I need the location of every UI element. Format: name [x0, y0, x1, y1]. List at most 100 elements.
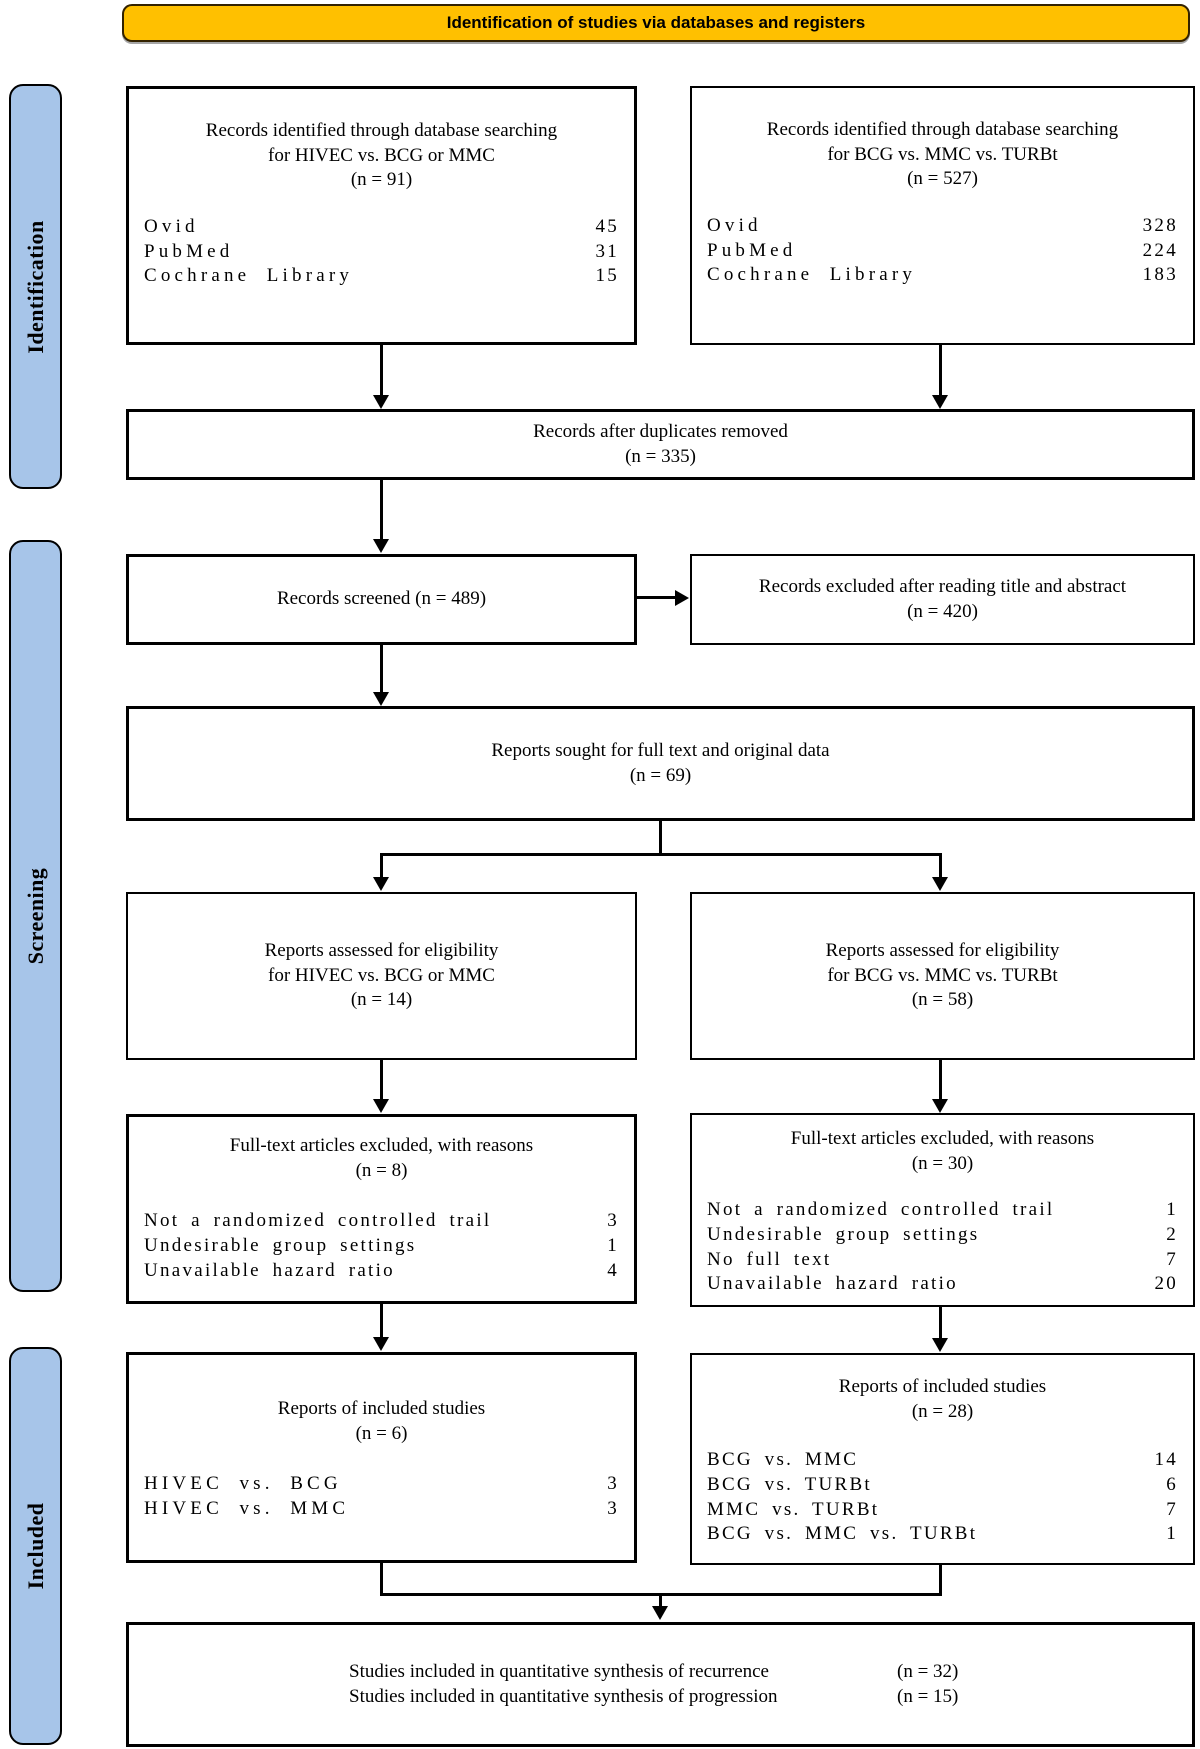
- db-item-value: 224: [1142, 239, 1178, 261]
- box-fulltext-excluded-left-count: (n = 8): [355, 1159, 408, 1181]
- exclusion-reason-label: Undesirable group settings: [144, 1235, 417, 1257]
- connector-merge-left-line: [380, 1563, 383, 1596]
- exclusion-reason: Undesirable group settings 1: [144, 1234, 619, 1259]
- exclusion-reason-value: 4: [607, 1259, 619, 1281]
- db-item: PubMed 224: [707, 239, 1178, 264]
- included-study-label: BCG vs. MMC vs. TURBt: [707, 1523, 978, 1545]
- connector-eligright-excluded-arrowhead: [932, 1099, 948, 1113]
- stage-included-label: Included: [22, 1502, 48, 1590]
- stage-included: Included: [9, 1347, 62, 1745]
- box-included-right-count: (n = 28): [911, 1400, 974, 1422]
- included-study-value: 1: [1166, 1523, 1178, 1545]
- db-item-value: 15: [595, 265, 619, 287]
- db-item-label: Cochrane Library: [144, 265, 354, 287]
- exclusion-reason-value: 2: [1166, 1224, 1178, 1246]
- connector-split-right-line: [939, 853, 942, 878]
- included-study-value: 7: [1166, 1498, 1178, 1520]
- box-fulltext-excluded-right: Full-text articles excluded, with reason…: [690, 1113, 1195, 1307]
- db-item: Ovid 45: [144, 215, 619, 240]
- connector-excludedright-included-arrowhead: [932, 1338, 948, 1352]
- connector-split-right-arrowhead: [932, 877, 948, 891]
- synthesis-label: Studies included in quantitative synthes…: [349, 1685, 778, 1707]
- included-study: BCG vs. MMC vs. TURBt 1: [707, 1522, 1178, 1547]
- box-duplicates-removed-title: Records after duplicates removed: [533, 420, 788, 442]
- box-included-right: Reports of included studies (n = 28) BCG…: [690, 1353, 1195, 1565]
- connector-split-stem-line: [659, 821, 662, 855]
- box-eligibility-bcg-subtitle: for BCG vs. MMC vs. TURBt: [827, 964, 1058, 986]
- connector-split-horizontal-line: [380, 853, 942, 856]
- exclusion-reason-value: 7: [1166, 1248, 1178, 1270]
- connector-eligleft-excluded-arrowhead: [373, 1099, 389, 1113]
- diagram-title: Identification of studies via databases …: [446, 13, 866, 32]
- included-study-label: HIVEC vs. BCG: [144, 1473, 342, 1495]
- exclusion-reason: Not a randomized controlled trail 1: [707, 1198, 1178, 1223]
- included-study-value: 6: [1166, 1474, 1178, 1496]
- exclusion-reason: No full text 7: [707, 1248, 1178, 1273]
- connector-split-left-arrowhead: [373, 877, 389, 891]
- connector-dbright-duplicates-arrowhead: [932, 395, 948, 409]
- box-db-search-hivec: Records identified through database sear…: [126, 86, 637, 345]
- db-item: Ovid 328: [707, 214, 1178, 239]
- synthesis-label: Studies included in quantitative synthes…: [349, 1660, 769, 1682]
- box-fulltext-sought-count: (n = 69): [629, 764, 692, 786]
- exclusion-reason-value: 20: [1154, 1273, 1178, 1295]
- stage-identification-label: Identification: [22, 219, 48, 354]
- included-study: HIVEC vs. BCG 3: [144, 1472, 619, 1497]
- box-fulltext-excluded-left-title: Full-text articles excluded, with reason…: [229, 1135, 534, 1156]
- stage-screening-label: Screening: [22, 867, 48, 965]
- connector-merge-arrowhead: [652, 1606, 668, 1620]
- connector-merge-stem-line: [659, 1593, 662, 1607]
- connector-excludedright-included-line: [939, 1307, 942, 1339]
- box-db-search-bcg: Records identified through database sear…: [690, 86, 1195, 345]
- box-eligibility-hivec: Reports assessed for eligibility for HIV…: [126, 892, 637, 1060]
- box-records-excluded-count: (n = 420): [907, 600, 978, 622]
- exclusion-reason: Unavailable hazard ratio 20: [707, 1272, 1178, 1297]
- connector-screened-soughtfulltext-arrowhead: [373, 692, 389, 706]
- exclusion-reason-label: Undesirable group settings: [707, 1224, 980, 1246]
- box-db-search-hivec-count: (n = 91): [350, 169, 413, 191]
- included-study-label: HIVEC vs. MMC: [144, 1498, 350, 1520]
- connector-excludedleft-included-arrowhead: [373, 1337, 389, 1351]
- box-eligibility-hivec-title: Reports assessed for eligibility: [264, 939, 499, 961]
- exclusion-reason-value: 1: [607, 1235, 619, 1257]
- db-item: Cochrane Library 183: [707, 263, 1178, 288]
- box-eligibility-bcg-count: (n = 58): [911, 989, 974, 1011]
- exclusion-reason-value: 1: [1166, 1199, 1178, 1221]
- box-duplicates-removed: Records after duplicates removed (n = 33…: [126, 409, 1195, 480]
- box-records-screened: Records screened (n = 489): [126, 554, 637, 645]
- connector-screened-excluded-arrowhead: [675, 590, 689, 606]
- box-eligibility-hivec-subtitle: for HIVEC vs. BCG or MMC: [268, 964, 495, 986]
- connector-dbright-duplicates-line: [939, 345, 942, 396]
- box-db-search-bcg-title: Records identified through database sear…: [766, 119, 1119, 140]
- box-db-search-bcg-count: (n = 527): [907, 168, 978, 190]
- connector-merge-right-line: [939, 1565, 942, 1596]
- box-records-excluded-title: Records excluded after reading title and…: [758, 575, 1127, 597]
- connector-eligleft-excluded-line: [380, 1060, 383, 1100]
- box-records-excluded-screening: Records excluded after reading title and…: [690, 554, 1195, 645]
- box-included-left-count: (n = 6): [355, 1422, 408, 1444]
- included-study: BCG vs. TURBt 6: [707, 1473, 1178, 1498]
- box-db-search-hivec-title: Records identified through database sear…: [205, 120, 558, 141]
- connector-split-left-line: [380, 853, 383, 878]
- db-item-value: 328: [1142, 215, 1178, 237]
- connector-dbleft-duplicates-arrowhead: [373, 395, 389, 409]
- connector-duplicates-screened-arrowhead: [373, 539, 389, 553]
- synthesis-value: (n = 32): [897, 1660, 959, 1682]
- connector-duplicates-screened-line: [380, 480, 383, 540]
- included-study: BCG vs. MMC 14: [707, 1448, 1178, 1473]
- box-fulltext-sought-title: Reports sought for full text and origina…: [491, 739, 830, 761]
- exclusion-reason: Undesirable group settings 2: [707, 1223, 1178, 1248]
- included-study-label: BCG vs. TURBt: [707, 1474, 872, 1496]
- exclusion-reason-label: Not a randomized controlled trail: [707, 1199, 1055, 1221]
- connector-screened-excluded-line: [637, 596, 677, 599]
- exclusion-reason: Not a randomized controlled trail 3: [144, 1209, 619, 1234]
- connector-dbleft-duplicates-line: [380, 345, 383, 396]
- box-fulltext-excluded-left: Full-text articles excluded, with reason…: [126, 1114, 637, 1304]
- box-duplicates-removed-count: (n = 335): [625, 445, 696, 467]
- exclusion-reason-label: Unavailable hazard ratio: [144, 1259, 395, 1281]
- connector-eligright-excluded-line: [939, 1060, 942, 1100]
- db-item-label: Ovid: [144, 216, 199, 238]
- synthesis-row: Studies included in quantitative synthes…: [129, 1685, 1192, 1710]
- diagram-title-banner: Identification of studies via databases …: [122, 4, 1190, 42]
